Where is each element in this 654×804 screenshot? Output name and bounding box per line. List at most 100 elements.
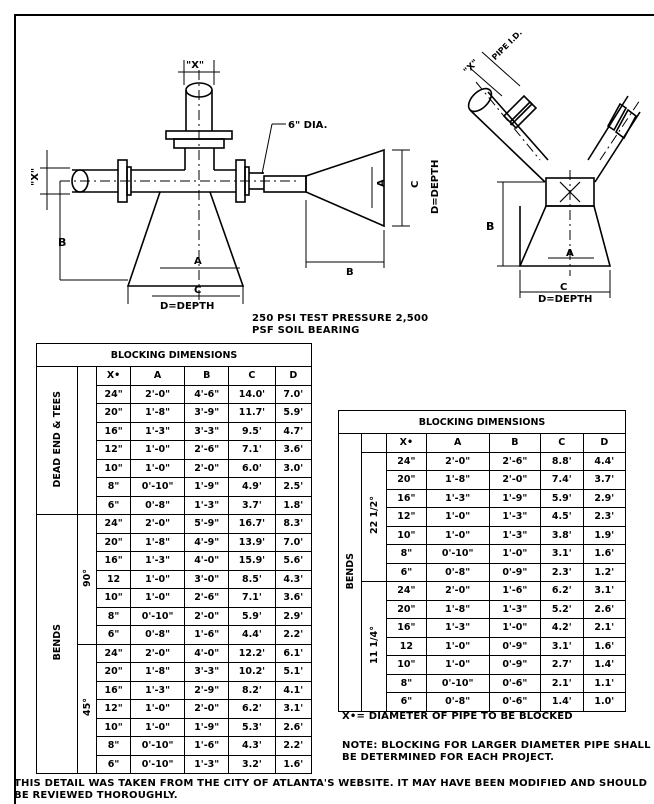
table-cell: 6" bbox=[95, 754, 132, 774]
label-a-tee: A bbox=[194, 256, 202, 267]
table-row: 6"0'-10"1'-3"3.2'1.6' bbox=[37, 754, 313, 774]
table-cell: 2.7' bbox=[540, 655, 584, 675]
column-header: X• bbox=[95, 366, 132, 386]
table-cell: 2.6' bbox=[274, 717, 313, 737]
table-row: 10"1'-0"0'-9"2.7'1.4' bbox=[339, 655, 627, 675]
table-cell: 8.3' bbox=[274, 514, 313, 534]
table-cell: 1'-0" bbox=[425, 655, 490, 675]
table-cell: 2.1' bbox=[540, 673, 584, 693]
table-cell: 10" bbox=[386, 655, 427, 675]
pressure-note-line-2: PSF SOIL BEARING bbox=[252, 325, 360, 336]
table-cell: 24" bbox=[95, 514, 132, 534]
table-cell: 4.4' bbox=[228, 625, 276, 645]
table-cell: 10" bbox=[95, 458, 132, 478]
table-cell: 1'-8" bbox=[130, 532, 186, 552]
table-cell: 4'-6" bbox=[184, 384, 230, 404]
table-row: 8"0'-10"1'-9"4.9'2.5' bbox=[37, 477, 313, 497]
table-cell: 8" bbox=[386, 544, 427, 564]
table-cell: 0'-8" bbox=[425, 562, 490, 582]
label-dia: 6" DIA. bbox=[288, 120, 327, 131]
table-row: 10"1'-0"2'-6"7.1'3.6' bbox=[37, 588, 313, 608]
side-label-dead-end: DEAD END & TEES bbox=[51, 390, 63, 488]
label-x-left: "X" bbox=[30, 168, 41, 186]
table-cell: 6" bbox=[95, 495, 132, 515]
table-cell: 1'-8" bbox=[130, 662, 186, 682]
table-cell: 1.0' bbox=[582, 692, 627, 712]
table-row: 24"2'-0"4'-6"14.0'7.0' bbox=[37, 384, 313, 404]
side-label-bends: BENDS bbox=[344, 552, 356, 589]
table-row: 20"1'-8"1'-3"5.2'2.6' bbox=[339, 599, 627, 619]
table-cell: 4'-9" bbox=[184, 532, 230, 552]
table-cell: 12" bbox=[95, 440, 132, 460]
table-row: 20"1'-8"2'-0"7.4'3.7' bbox=[339, 470, 627, 490]
table-cell: 1.6' bbox=[582, 636, 627, 656]
table-cell: 24" bbox=[95, 643, 132, 663]
table-row: 6"0'-8"1'-3"3.7'1.8' bbox=[37, 495, 313, 515]
table-cell: 0'-10" bbox=[130, 736, 186, 756]
table-row: 6"0'-8"0'-9"2.3'1.2' bbox=[339, 562, 627, 582]
table-cell: 1.4' bbox=[540, 692, 584, 712]
table-cell: 1'-9" bbox=[184, 717, 230, 737]
table-cell: 6" bbox=[95, 625, 132, 645]
table-row: 16"1'-3"2'-9"8.2'4.1' bbox=[37, 680, 313, 700]
drawing-border bbox=[14, 14, 654, 804]
table-cell: 1'-0" bbox=[130, 699, 186, 719]
table-cell: 0'-8" bbox=[130, 495, 186, 515]
label-depth-cone: D=DEPTH bbox=[430, 160, 441, 214]
table-cell: 0'-6" bbox=[488, 673, 542, 693]
table-cell: 0'-10" bbox=[130, 754, 186, 774]
column-header: B bbox=[488, 433, 542, 453]
table-cell: 1'-8" bbox=[425, 599, 490, 619]
table-cell: 3.6' bbox=[274, 588, 313, 608]
table-cell: 1'-6" bbox=[184, 625, 230, 645]
table-cell: 10" bbox=[95, 588, 132, 608]
table-cell: 5.9' bbox=[228, 606, 276, 626]
column-header: A bbox=[425, 433, 490, 453]
table-cell: 6" bbox=[386, 692, 427, 712]
table-cell: 8" bbox=[386, 673, 427, 693]
table-cell: 1.2' bbox=[582, 562, 627, 582]
table-cell: 1'-0" bbox=[130, 717, 186, 737]
table-cell: 2.5' bbox=[274, 477, 313, 497]
table-cell: 13.9' bbox=[228, 532, 276, 552]
table-cell: 12.2' bbox=[228, 643, 276, 663]
table-cell: 1.9' bbox=[582, 525, 627, 545]
table-cell: 16.7' bbox=[228, 514, 276, 534]
table-cell: 16" bbox=[386, 618, 427, 638]
sub-label-cell bbox=[361, 433, 387, 453]
table-row: 12"1'-0"1'-3"4.5'2.3' bbox=[339, 507, 627, 527]
table-cell: 1'-6" bbox=[488, 581, 542, 601]
side-label-cell: BENDS bbox=[36, 514, 78, 774]
table-row: 10"1'-0"2'-0"6.0'3.0' bbox=[37, 458, 313, 478]
column-header: D bbox=[582, 433, 627, 453]
table-cell: 3.0' bbox=[274, 458, 313, 478]
angle-label: 11 1/4° bbox=[368, 625, 380, 664]
table-cell: 10" bbox=[386, 525, 427, 545]
table-cell: 11.7' bbox=[228, 403, 276, 423]
table-row: 11 1/4°24"2'-0"1'-6"6.2'3.1' bbox=[339, 581, 627, 712]
angle-label: 45° bbox=[81, 698, 93, 717]
table-row: 6"0'-8"0'-6"1.4'1.0' bbox=[339, 692, 627, 712]
side-label-cell: BENDS bbox=[338, 433, 362, 712]
angle-label-cell: 11 1/4° bbox=[361, 581, 387, 712]
table-cell: 5.1' bbox=[274, 662, 313, 682]
table-cell: 0'-8" bbox=[130, 625, 186, 645]
table-cell: 4'-0" bbox=[184, 643, 230, 663]
table-cell: 8" bbox=[95, 477, 132, 497]
table-cell: 20" bbox=[95, 532, 132, 552]
table-row: 8"0'-10"1'-0"3.1'1.6' bbox=[339, 544, 627, 564]
table-cell: 1'-0" bbox=[425, 636, 490, 656]
table-row: 12"1'-0"2'-0"6.2'3.1' bbox=[37, 699, 313, 719]
table-cell: 6.2' bbox=[540, 581, 584, 601]
table-cell: 8" bbox=[95, 736, 132, 756]
table-title: BLOCKING DIMENSIONS bbox=[36, 343, 312, 367]
angle-label: 90° bbox=[81, 568, 93, 587]
column-header: D bbox=[274, 366, 313, 386]
table-cell: 7.0' bbox=[274, 532, 313, 552]
legend-note: X•= DIAMETER OF PIPE TO BE BLOCKED bbox=[342, 711, 573, 722]
table-cell: 7.4' bbox=[540, 470, 584, 490]
label-x-top: "X" bbox=[186, 60, 204, 71]
